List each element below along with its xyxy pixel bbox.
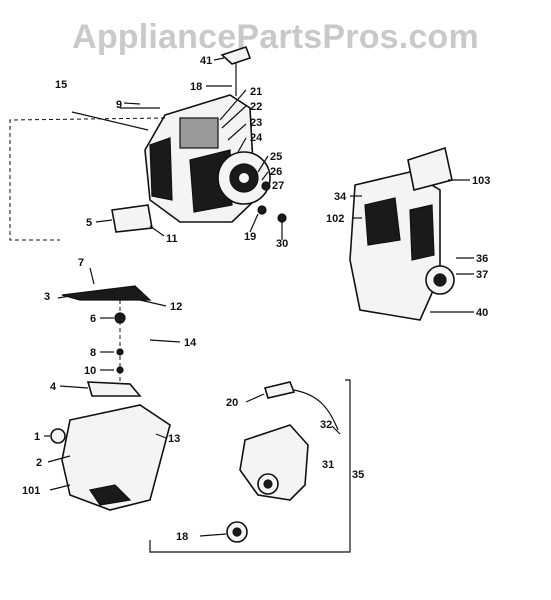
- engine-dashed-outline: [9, 117, 166, 241]
- label-8: 8: [90, 347, 96, 359]
- label-25: 25: [270, 151, 282, 163]
- label-27: 27: [272, 180, 284, 192]
- spark-plug-lead: [71, 107, 160, 131]
- decal-plate: [407, 146, 453, 191]
- label-22: 22: [250, 101, 262, 113]
- debris-shield: [50, 404, 171, 511]
- label-40: 40: [476, 307, 488, 319]
- label-21: 21: [250, 86, 262, 98]
- label-3: 3: [44, 291, 50, 303]
- label-20: 20: [226, 397, 238, 409]
- label-19: 19: [244, 231, 256, 243]
- fuel-group-bracket: [149, 379, 351, 553]
- label-18-top: 18: [190, 81, 202, 93]
- label-15: 15: [55, 79, 67, 91]
- label-18-bottom: 18: [176, 531, 188, 543]
- label-32: 32: [320, 419, 332, 431]
- label-14: 14: [184, 337, 197, 349]
- label-4: 4: [50, 381, 57, 393]
- label-26: 26: [270, 166, 282, 178]
- washer-stack: [114, 300, 126, 390]
- part-number-labels: 41 18 15 9 21 22 23 24 25 26 27 5 11 19 …: [22, 55, 490, 543]
- leader-lines: [44, 57, 474, 537]
- label-30: 30: [276, 238, 288, 250]
- hanger-bracket: [86, 381, 142, 397]
- label-36: 36: [476, 253, 488, 265]
- site-watermark: AppliancePartsPros.com: [72, 18, 479, 56]
- label-102: 102: [326, 213, 344, 225]
- fuel-tank: [239, 424, 309, 501]
- air-filter-block: [111, 204, 153, 233]
- label-101: 101: [22, 485, 40, 497]
- label-7: 7: [78, 257, 84, 269]
- label-31: 31: [322, 459, 334, 471]
- label-11: 11: [166, 233, 178, 245]
- starter-handle: [220, 45, 252, 96]
- label-103: 103: [472, 175, 490, 187]
- label-1: 1: [34, 431, 40, 443]
- engine-shroud: [349, 171, 455, 321]
- label-13: 13: [168, 433, 180, 445]
- label-35: 35: [352, 469, 364, 481]
- flywheel: [217, 151, 271, 205]
- label-41: 41: [200, 55, 212, 67]
- fuel-cap: [226, 521, 248, 543]
- label-34: 34: [334, 191, 347, 203]
- label-2: 2: [36, 457, 42, 469]
- blade-bracket: [61, 285, 152, 301]
- label-6: 6: [90, 313, 96, 325]
- label-12: 12: [170, 301, 182, 313]
- label-24: 24: [250, 132, 263, 144]
- fuel-line: [263, 381, 339, 431]
- label-9: 9: [116, 99, 122, 111]
- label-5: 5: [86, 217, 92, 229]
- label-10: 10: [84, 365, 96, 377]
- label-23: 23: [250, 117, 262, 129]
- fasteners-right: [257, 181, 287, 223]
- label-37: 37: [476, 269, 488, 281]
